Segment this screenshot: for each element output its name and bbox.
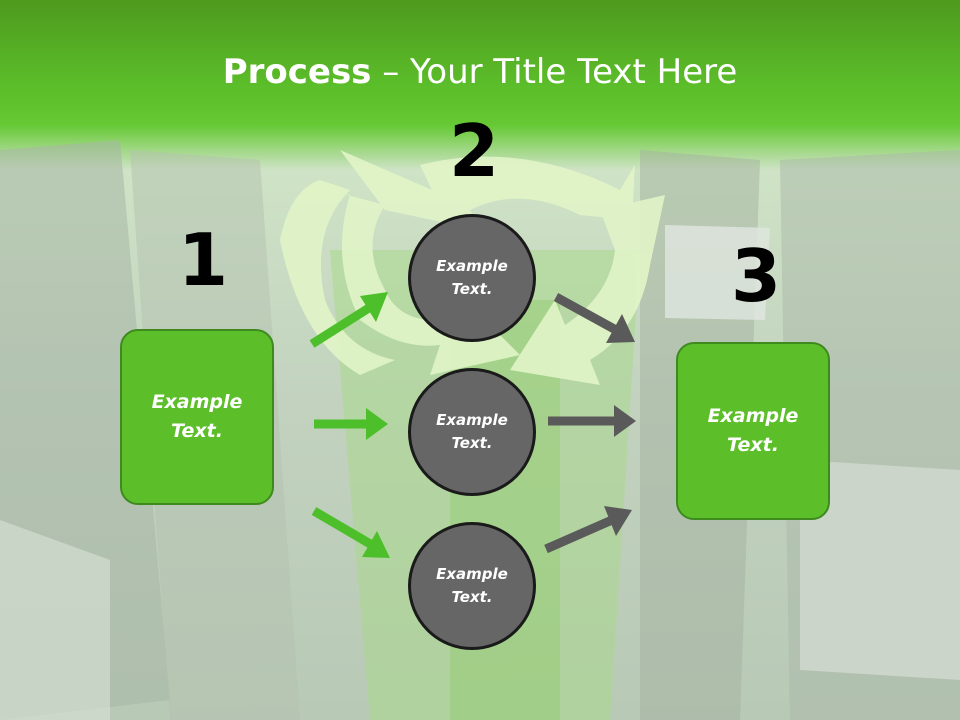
title-bold: Process [222,52,372,92]
right-arrow-icon [314,408,388,440]
right-arrow-icon [544,506,632,554]
circle-top-text: Example Text. [436,257,508,298]
left-box: Example Text. [120,329,274,505]
title-rest: – Your Title Text Here [371,52,738,92]
left-box-text: Example Text. [151,391,243,442]
right-box-text: Example Text. [707,405,799,456]
circle-middle: Example Text. [408,368,536,496]
right-arrow-icon [309,292,388,348]
step-number-3: 3 [731,234,782,318]
circle-bottom: Example Text. [408,522,536,650]
right-box: Example Text. [676,342,830,520]
circle-bottom-text: Example Text. [436,565,508,606]
right-arrow-icon [553,293,635,343]
circle-middle-text: Example Text. [436,411,508,452]
page-title: Process – Your Title Text Here [0,52,960,92]
step-number-1: 1 [178,218,229,302]
circle-top: Example Text. [408,214,536,342]
right-arrow-icon [548,405,636,437]
right-arrow-icon [311,507,390,558]
step-number-2: 2 [449,109,500,193]
